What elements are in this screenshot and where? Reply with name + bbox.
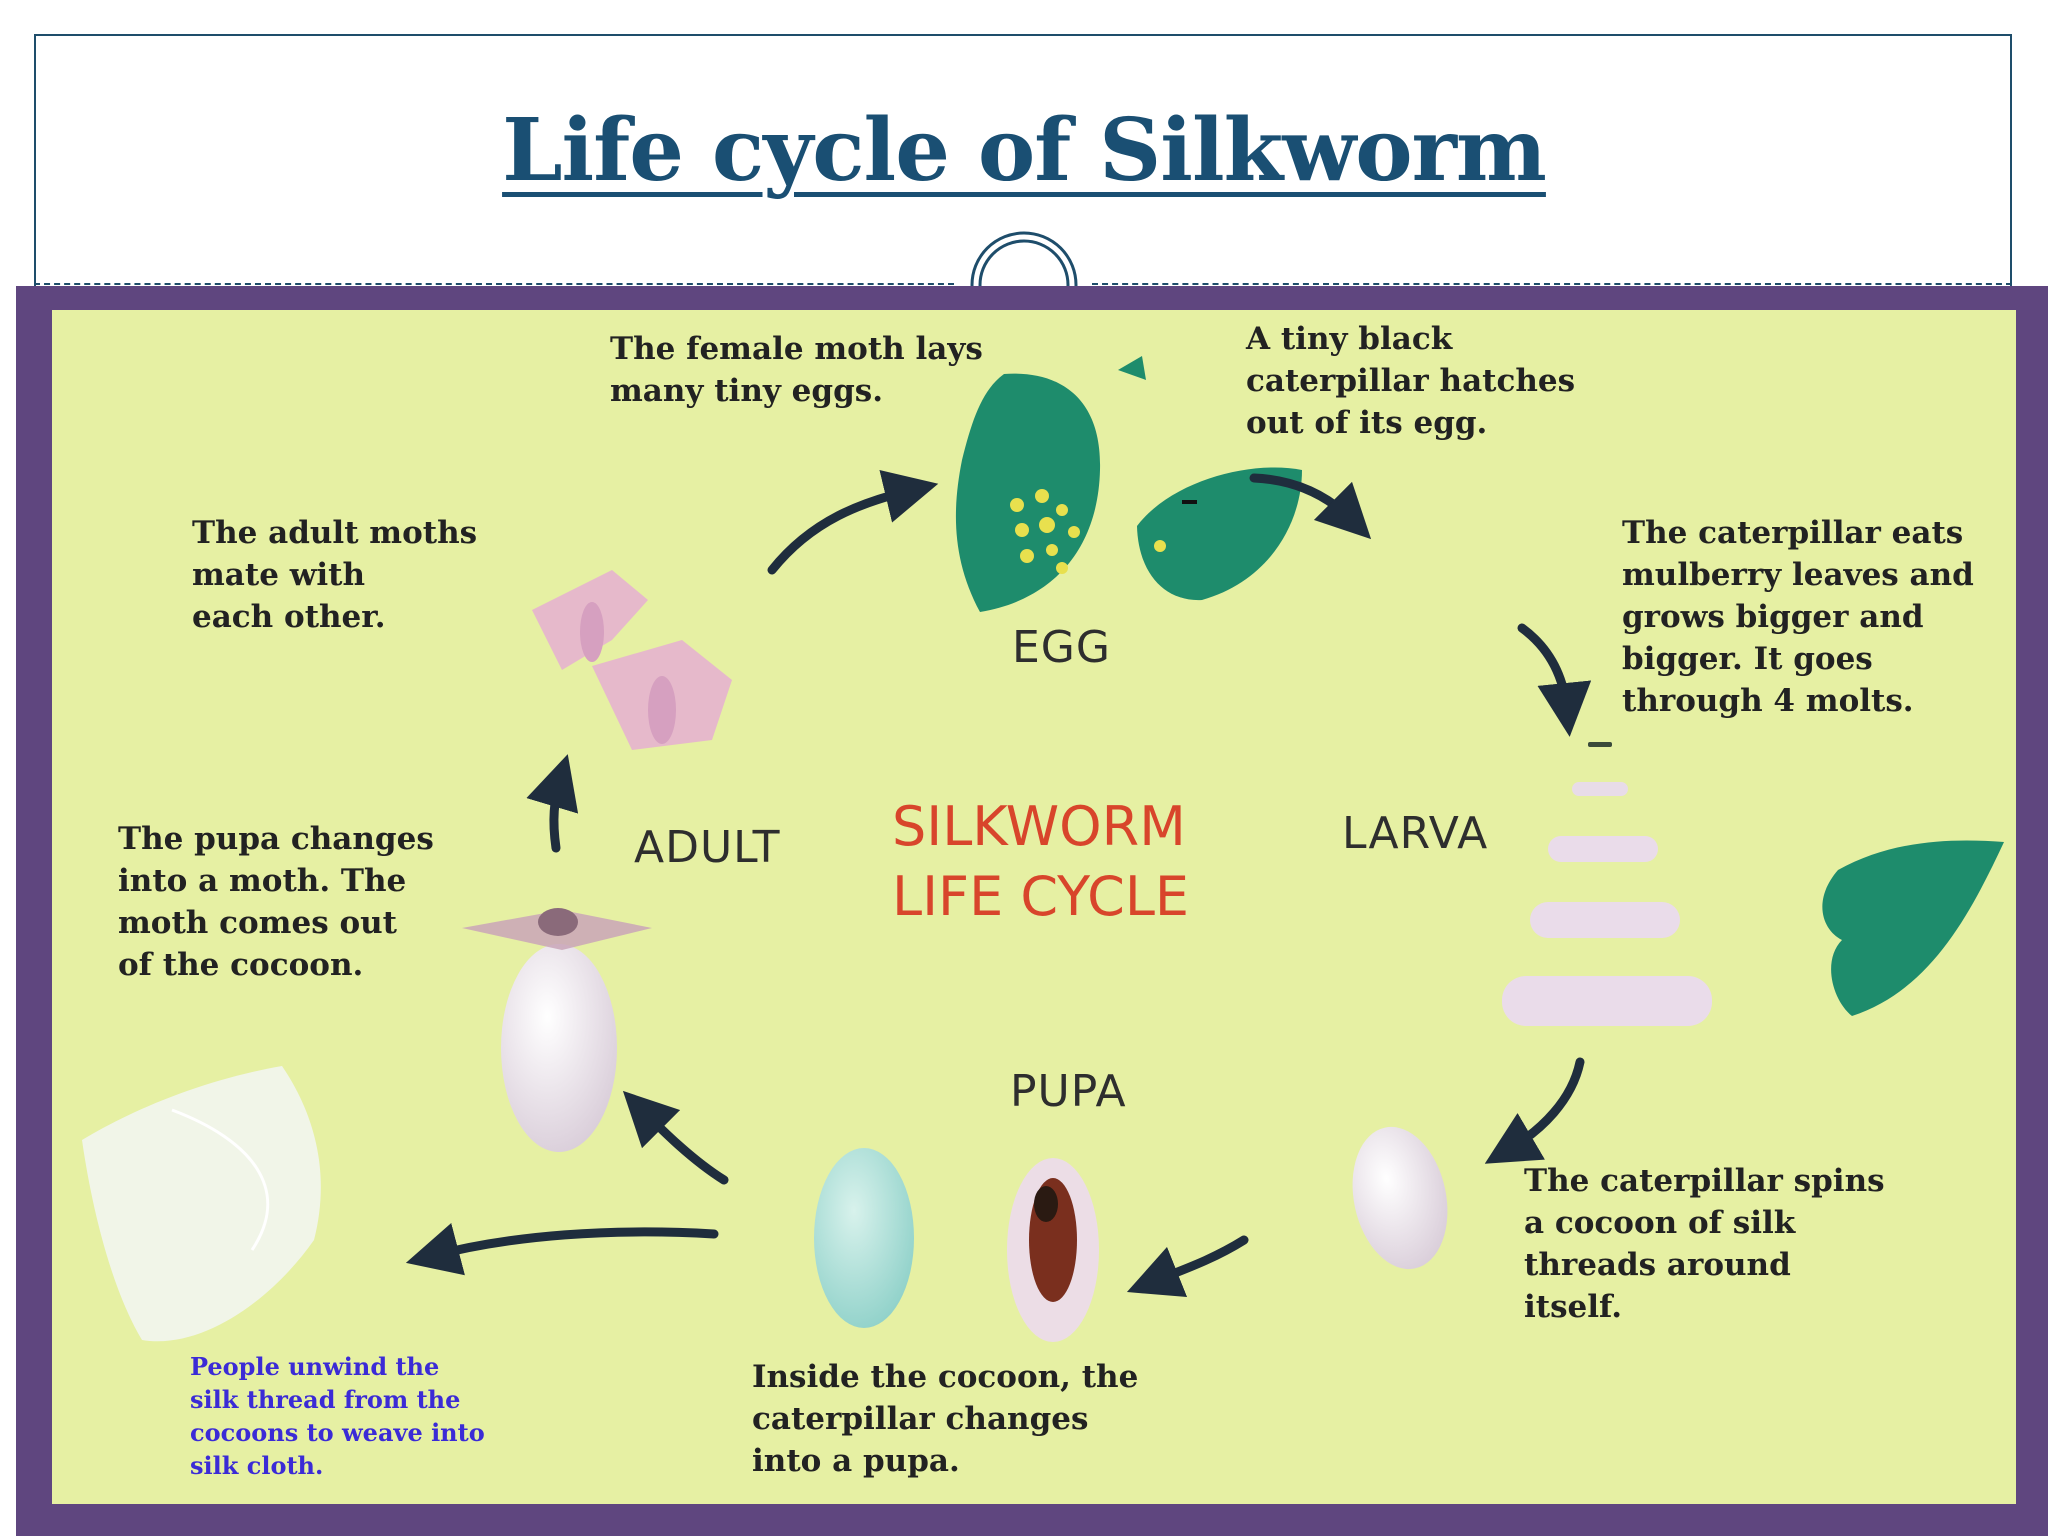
stage-larva-label: LARVA [1342, 808, 1489, 859]
arrow-to-egg-icon [767, 470, 939, 575]
hatch-leaf-icon [1137, 467, 1302, 601]
diagram-panel: The female moth lays many tiny eggs. A t… [52, 310, 2016, 1504]
divider-ring-icon [970, 231, 1078, 300]
caption-female-moth: The female moth lays many tiny eggs. [610, 331, 983, 409]
arrow-to-moth-icon [622, 1090, 729, 1185]
caption-moth-out: The pupa changes into a moth. The moth c… [118, 821, 434, 983]
arrow-to-hatch-icon [1249, 473, 1372, 540]
egg-leaf-icon [955, 356, 1146, 612]
emerging-moth-icon [462, 908, 652, 1152]
adult-moths-icon [532, 570, 732, 750]
arrow-to-larva-icon [1517, 623, 1592, 737]
title-divider-right [1092, 283, 2012, 285]
spinning-cocoon-icon [1352, 1126, 1448, 1270]
arrow-to-spin-icon [1484, 1057, 1585, 1164]
arrow-to-cloth-icon [405, 1223, 719, 1276]
caption-hatch: A tiny black caterpillar hatches out of … [1246, 321, 1576, 441]
title-divider-left [34, 283, 954, 285]
caption-mate: The adult moths mate with each other. [192, 515, 478, 635]
caption-eats: The caterpillar eats mulberry leaves and… [1622, 515, 1974, 719]
silk-cloth-icon [82, 1066, 321, 1342]
mulberry-leaf-icon [1822, 840, 2004, 1016]
arrow-to-pupa-icon [1126, 1235, 1249, 1298]
slide-title: Life cycle of Silkworm [502, 100, 1547, 201]
caption-unwind: People unwind the silk thread from the c… [190, 1352, 485, 1480]
life-cycle-illustration [82, 356, 2004, 1342]
caption-inside: Inside the cocoon, the caterpillar chang… [752, 1359, 1139, 1479]
larva-growth-icon [1502, 742, 1712, 1026]
arrow-to-adult-icon [526, 754, 579, 853]
blue-cocoon-icon [814, 1148, 914, 1328]
caption-spins: The caterpillar spins a cocoon of silk t… [1524, 1163, 1885, 1325]
pupa-cocoon-icon [1007, 1158, 1099, 1342]
center-title: SILKWORM LIFE CYCLE [892, 795, 1190, 928]
diagram-frame: The female moth lays many tiny eggs. A t… [16, 286, 2048, 1536]
stage-egg-label: EGG [1012, 622, 1111, 673]
stage-adult-label: ADULT [634, 822, 781, 873]
stage-pupa-label: PUPA [1010, 1066, 1127, 1117]
